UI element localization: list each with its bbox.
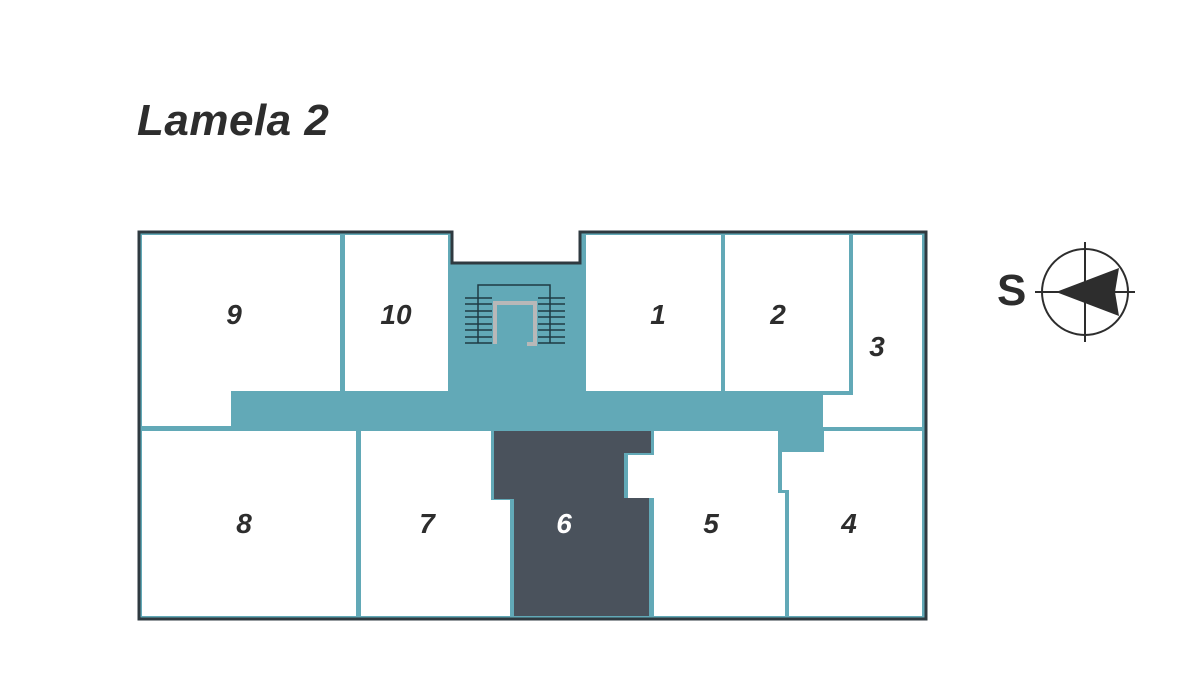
unit-6[interactable] bbox=[494, 431, 651, 616]
unit-label-3: 3 bbox=[869, 331, 885, 362]
page-title: Lamela 2 bbox=[137, 96, 330, 145]
unit-1[interactable] bbox=[586, 235, 721, 391]
compass-arrow-icon bbox=[1035, 242, 1135, 342]
unit-label-10: 10 bbox=[380, 299, 412, 330]
unit-label-5: 5 bbox=[703, 508, 719, 539]
unit-2[interactable] bbox=[725, 235, 849, 391]
unit-label-9: 9 bbox=[226, 299, 242, 330]
unit-label-6: 6 bbox=[556, 508, 572, 539]
unit-label-8: 8 bbox=[236, 508, 252, 539]
unit-10[interactable] bbox=[345, 235, 448, 391]
unit-9[interactable] bbox=[142, 235, 340, 426]
unit-3[interactable] bbox=[823, 235, 922, 427]
stairs-icon bbox=[465, 284, 565, 346]
unit-5[interactable] bbox=[628, 431, 785, 616]
unit-7[interactable] bbox=[361, 431, 510, 616]
unit-4[interactable] bbox=[782, 431, 922, 616]
unit-label-4: 4 bbox=[840, 508, 857, 539]
unit-label-2: 2 bbox=[769, 299, 786, 330]
compass-label: S bbox=[997, 266, 1027, 315]
unit-8[interactable] bbox=[142, 431, 356, 616]
unit-label-1: 1 bbox=[650, 299, 666, 330]
unit-label-7: 7 bbox=[419, 508, 436, 539]
